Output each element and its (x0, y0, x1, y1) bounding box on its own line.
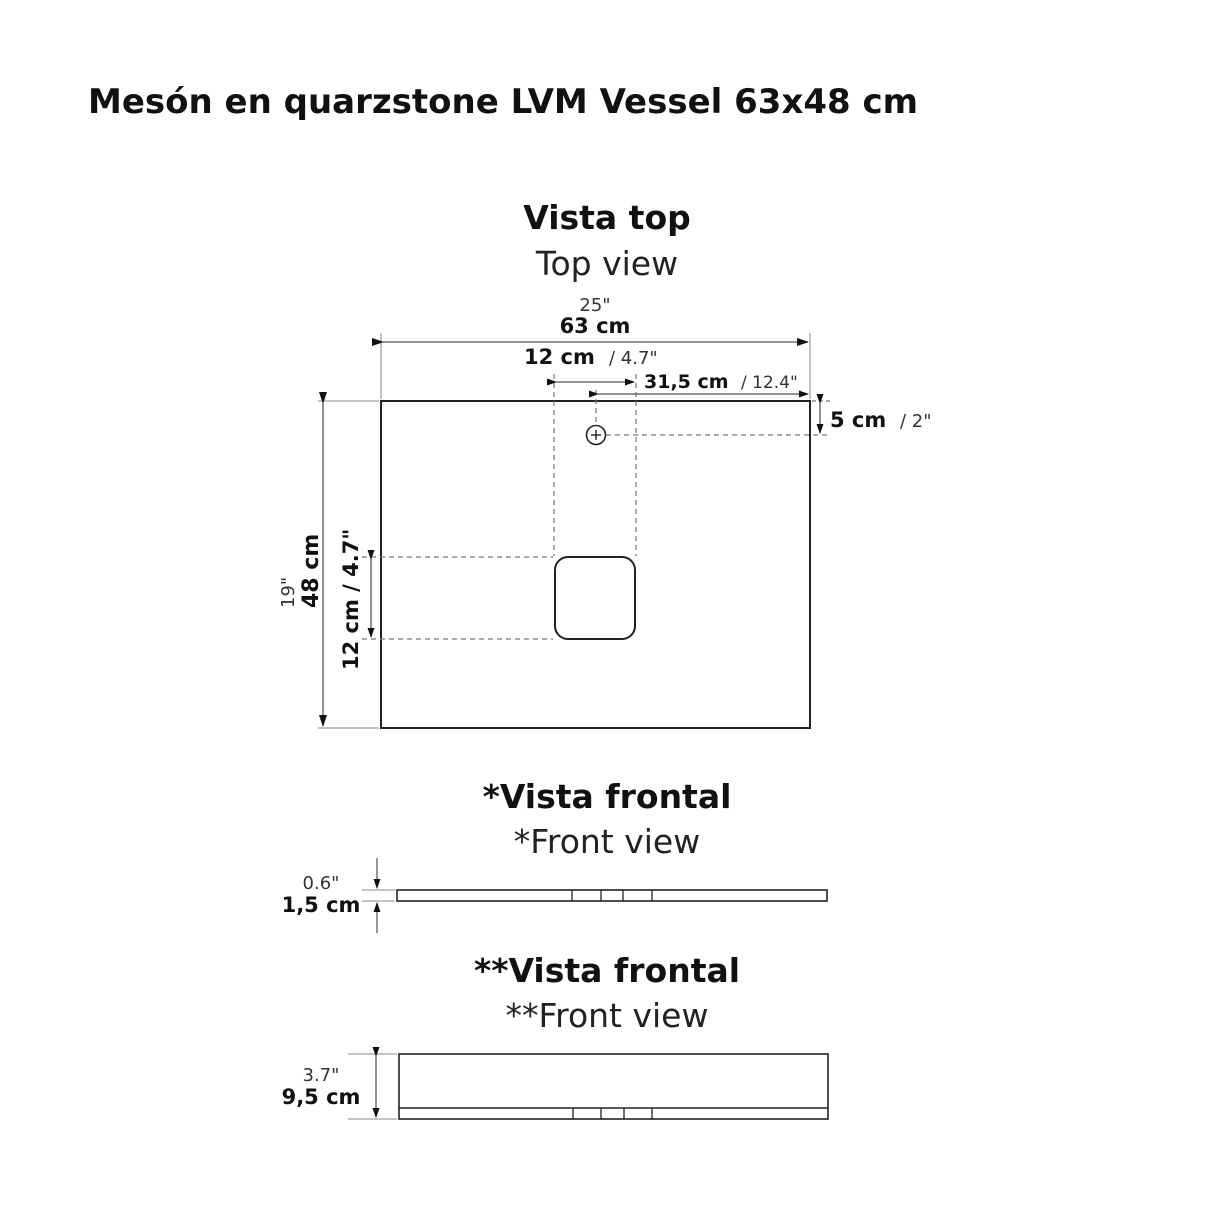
depth-in-label: 19" (278, 577, 299, 608)
width-in-label: 25" (579, 295, 610, 316)
front-view-1-heading: *Vista frontal (482, 777, 732, 816)
product-title: Mesón en quarzstone LVM Vessel 63x48 cm (88, 82, 919, 122)
width-cm-label: 63 cm (560, 314, 631, 338)
front-2-thickness-in-label: 3.7" (303, 1065, 340, 1086)
center-offset-in-label: / 12.4" (741, 373, 798, 393)
center-offset-cm-label: 31,5 cm (644, 371, 729, 393)
front-1-thickness-in-label: 0.6" (303, 873, 340, 894)
drain-width-in-label: / 4.7" (609, 348, 658, 369)
front-view-1-subheading: *Front view (513, 822, 701, 861)
front-view-2-heading: **Vista frontal (473, 951, 741, 990)
top-view-drawing: 25" 63 cm 12 cm / 4.7" 31,5 cm / 12.4" 5… (278, 295, 932, 729)
top-view-subheading: Top view (535, 244, 679, 283)
front-2-thickness-cm-label: 9,5 cm (282, 1085, 361, 1109)
front-view-2-subheading: **Front view (505, 996, 709, 1035)
drain-cutout (554, 556, 636, 640)
depth-cm-label: 48 cm (299, 534, 324, 608)
drain-height-label: 12 cm / 4.7" (339, 529, 363, 670)
faucet-offset-cm-label: 5 cm (830, 408, 886, 432)
front-1-thickness-cm-label: 1,5 cm (282, 893, 361, 917)
faucet-offset-in-label: / 2" (900, 411, 932, 432)
front-view-1-drawing: 0.6" 1,5 cm (282, 858, 828, 933)
front-view-2-drawing: 3.7" 9,5 cm (282, 1047, 829, 1120)
top-view-heading: Vista top (523, 198, 691, 237)
drain-width-cm-label: 12 cm (524, 345, 595, 369)
